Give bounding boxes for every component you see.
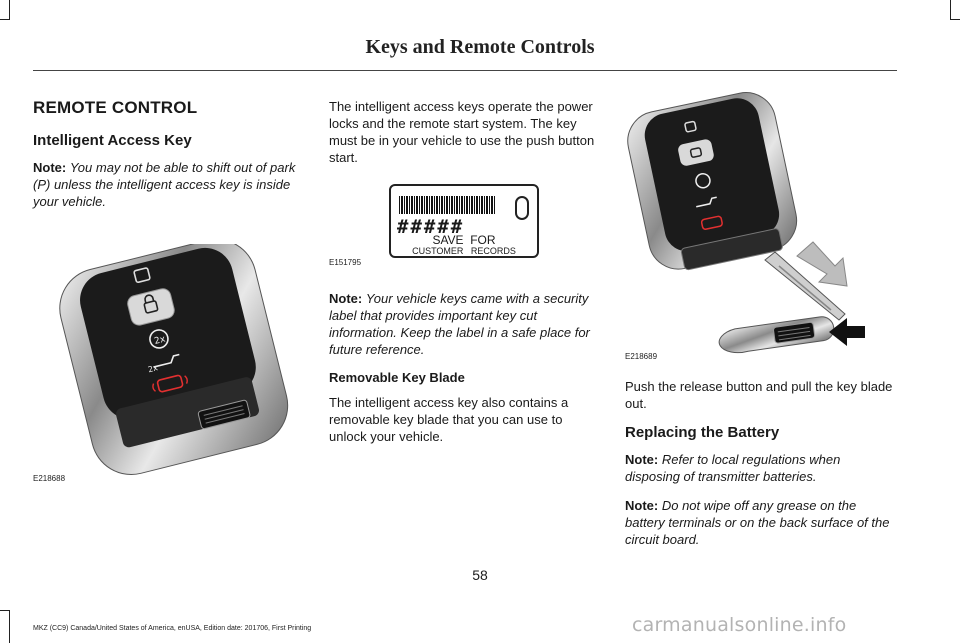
remote-start-icon bbox=[695, 172, 711, 189]
subsection-title: Replacing the Battery bbox=[625, 424, 780, 441]
figure-key-blade: E218689 bbox=[625, 90, 897, 364]
customer-records-text: CUSTOMER RECORDS bbox=[412, 246, 516, 256]
note-paragraph: Note: Refer to local regulations when di… bbox=[625, 451, 897, 485]
note-label: Note: bbox=[625, 498, 659, 513]
crop-mark bbox=[9, 610, 10, 643]
edition-note: MKZ (CC9) Canada/United States of Americ… bbox=[33, 625, 312, 632]
lock-icon bbox=[689, 147, 703, 158]
unlock-icon bbox=[133, 267, 151, 284]
note-text: Your vehicle keys came with a security l… bbox=[329, 291, 590, 357]
trunk-icon bbox=[696, 196, 717, 208]
column-right: E218689 Push the release button and pull… bbox=[625, 90, 897, 560]
svg-text:2x: 2x bbox=[147, 363, 159, 374]
page-header-title: Keys and Remote Controls bbox=[365, 36, 595, 58]
note-paragraph: Note: Your vehicle keys came with a secu… bbox=[329, 290, 597, 358]
note-label: Note: bbox=[625, 452, 659, 467]
section-title: REMOTE CONTROL bbox=[33, 98, 198, 117]
key-code-hashes: ##### bbox=[397, 216, 465, 238]
note-paragraph: Note: You may not be able to shift out o… bbox=[33, 159, 303, 210]
note-label: Note: bbox=[329, 291, 363, 306]
page-number: 58 bbox=[472, 567, 488, 583]
key-blade-illustration bbox=[627, 92, 865, 354]
panic-icon bbox=[152, 374, 188, 393]
crop-mark bbox=[950, 0, 951, 20]
remote-start-icon bbox=[149, 329, 169, 349]
lock-icon bbox=[143, 294, 159, 314]
barcode bbox=[399, 196, 495, 214]
panic-icon bbox=[700, 215, 723, 230]
note-text: Refer to local regulations when disposin… bbox=[625, 452, 841, 484]
column-middle: The intelligent access keys operate the … bbox=[329, 90, 597, 457]
figure-security-label: ##### SAVE FOR CUSTOMER RECORDS E151795 bbox=[329, 180, 597, 290]
figure-key-fob: 2x 2x E218688 bbox=[33, 238, 303, 484]
save-for-text: SAVE FOR bbox=[432, 233, 496, 247]
figure-code: E218689 bbox=[625, 352, 658, 361]
release-button-arrow-icon bbox=[829, 318, 865, 346]
key-blade bbox=[764, 251, 846, 321]
security-label: ##### SAVE FOR CUSTOMER RECORDS bbox=[389, 184, 539, 258]
subsection-title: Intelligent Access Key bbox=[33, 132, 192, 149]
header-rule bbox=[33, 70, 897, 71]
paragraph: Push the release button and pull the key… bbox=[625, 379, 893, 411]
note-label: Note: bbox=[33, 160, 67, 175]
watermark: carmanualsonline.info bbox=[632, 614, 847, 636]
key-fob-illustration: 2x 2x bbox=[59, 238, 289, 475]
figure-code: E151795 bbox=[329, 258, 362, 267]
svg-text:2x: 2x bbox=[153, 334, 167, 347]
paragraph: The intelligent access key also contains… bbox=[329, 395, 569, 444]
note-text: Do not wipe off any grease on the batter… bbox=[625, 498, 890, 547]
note-text: You may not be able to shift out of park… bbox=[33, 160, 296, 209]
column-left: REMOTE CONTROL Intelligent Access Key No… bbox=[33, 90, 303, 484]
blade-cap bbox=[718, 316, 835, 354]
pull-direction-arrow-icon bbox=[796, 241, 848, 287]
crop-mark bbox=[0, 610, 10, 611]
key-tag-icon bbox=[515, 196, 529, 220]
crop-mark bbox=[0, 19, 10, 20]
subsection-heading: Removable Key Blade bbox=[329, 370, 465, 385]
figure-code: E218688 bbox=[33, 474, 66, 483]
unlock-icon bbox=[684, 120, 697, 133]
crop-mark bbox=[9, 0, 10, 20]
crop-mark bbox=[950, 19, 960, 20]
paragraph: The intelligent access keys operate the … bbox=[329, 99, 595, 165]
trunk-icon bbox=[153, 353, 180, 368]
note-paragraph: Note: Do not wipe off any grease on the … bbox=[625, 497, 897, 548]
